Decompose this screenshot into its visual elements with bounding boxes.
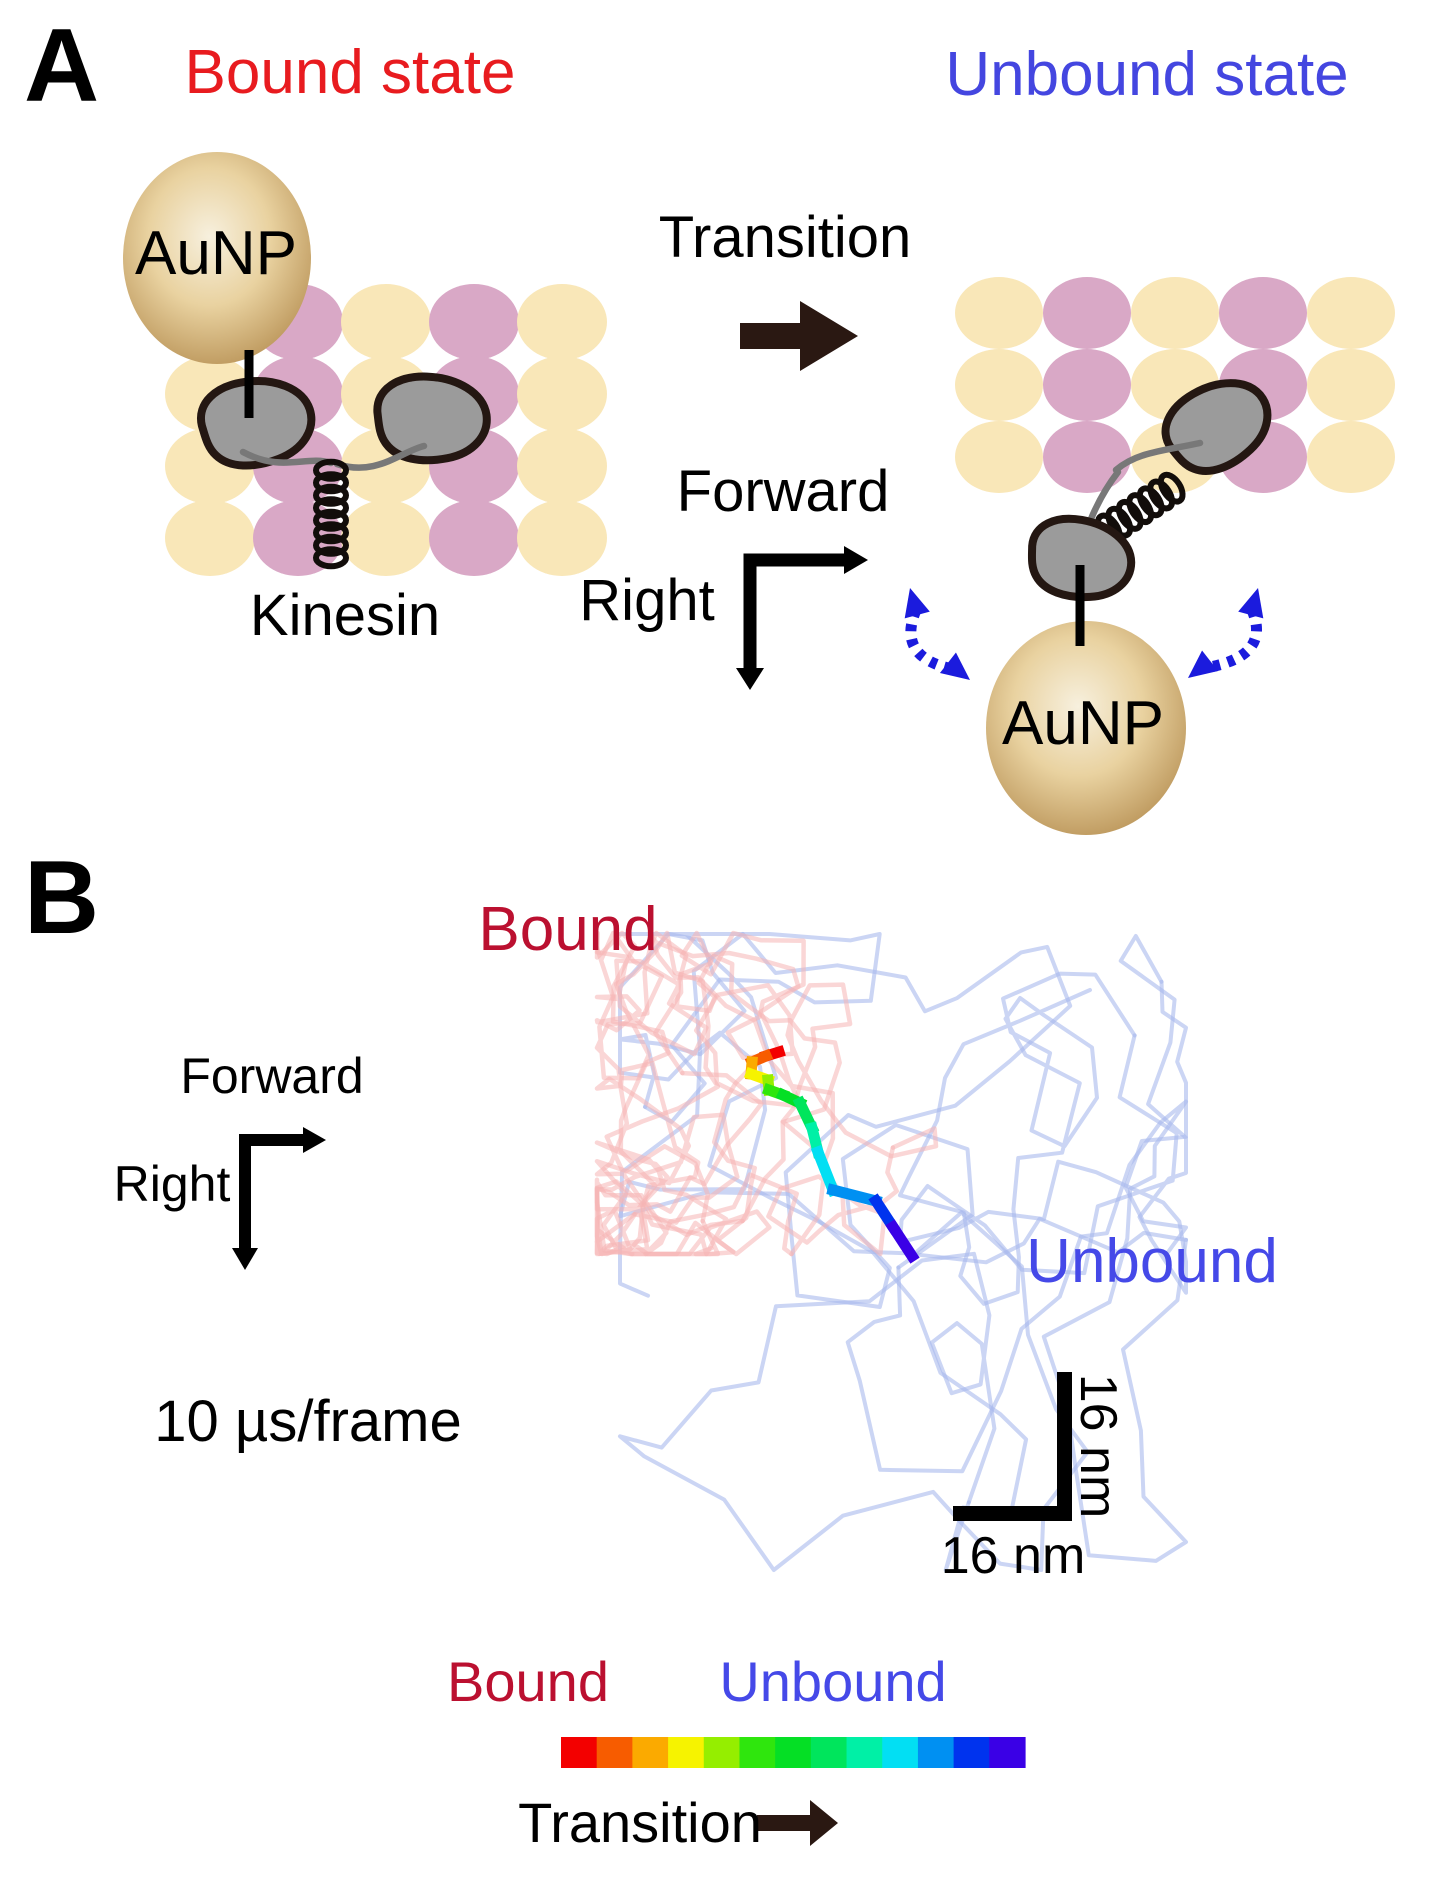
aunp-sphere-unbound xyxy=(986,621,1186,835)
transition-label-a: Transition xyxy=(658,205,912,270)
aunp-sphere-bound xyxy=(123,152,311,364)
scalebar-vertical xyxy=(1057,1372,1072,1521)
legend-transition-arrow xyxy=(757,1800,838,1846)
unbound-label-b: Unbound xyxy=(1026,1227,1278,1296)
bound-label-b: Bound xyxy=(478,895,658,964)
unbound-state-title: Unbound state xyxy=(945,40,1349,109)
aunp-label-bound: AuNP xyxy=(135,219,297,288)
kinesin-head-bound-right xyxy=(373,372,491,465)
transition-path xyxy=(743,1045,920,1264)
transition-arrow-a xyxy=(740,301,858,371)
fluctuation-arrowhead xyxy=(939,652,970,680)
axis-arrows-b xyxy=(232,1127,326,1270)
legend-unbound-label: Unbound xyxy=(719,1650,947,1713)
legend-bound-label: Bound xyxy=(447,1650,609,1713)
fluctuation-arrowhead xyxy=(1188,650,1219,678)
frame-rate-label: 10 µs/frame xyxy=(154,1389,462,1454)
microtubule-lattice-unbound xyxy=(955,277,1395,493)
axis-arrows-a xyxy=(736,546,868,690)
scalebar-horizontal xyxy=(953,1506,1072,1521)
fluctuation-arrowhead xyxy=(904,588,930,619)
fluctuation-arc-right xyxy=(1208,607,1262,673)
fluctuation-arrows xyxy=(904,588,1264,680)
kinesin-label: Kinesin xyxy=(249,583,441,648)
legend-transition-label: Transition xyxy=(518,1791,762,1854)
trajectory-unbound-upper xyxy=(898,934,1188,1306)
forward-label-b: Forward xyxy=(180,1048,364,1104)
fluctuation-arrowhead xyxy=(1238,588,1264,619)
aunp-label-unbound: AuNP xyxy=(1002,689,1164,758)
kinesin-head-bound-left xyxy=(197,377,316,470)
bound-state-title: Bound state xyxy=(184,38,516,107)
panel-a-letter: A xyxy=(24,8,100,124)
legend-colorbar xyxy=(561,1737,1026,1768)
scalebar-h-label: 16 nm xyxy=(940,1527,1086,1585)
trajectory-unbound xyxy=(618,932,1188,1572)
kinesin-head-unbound-free xyxy=(1027,514,1136,602)
fluctuation-arc-left xyxy=(905,607,950,674)
neck-linker-bound-right xyxy=(333,442,428,471)
trajectory-bound xyxy=(594,930,939,1257)
panel-b-letter: B xyxy=(24,840,100,956)
scalebar-v-label: 16 nm xyxy=(1069,1373,1127,1519)
neck-linker-unbound-top xyxy=(1112,439,1204,474)
right-label-a: Right xyxy=(579,568,715,633)
coiled-coil-bound xyxy=(313,458,349,570)
right-label-b: Right xyxy=(113,1156,231,1212)
kinesin-head-unbound-attached xyxy=(1161,379,1272,475)
forward-label-a: Forward xyxy=(676,459,890,524)
